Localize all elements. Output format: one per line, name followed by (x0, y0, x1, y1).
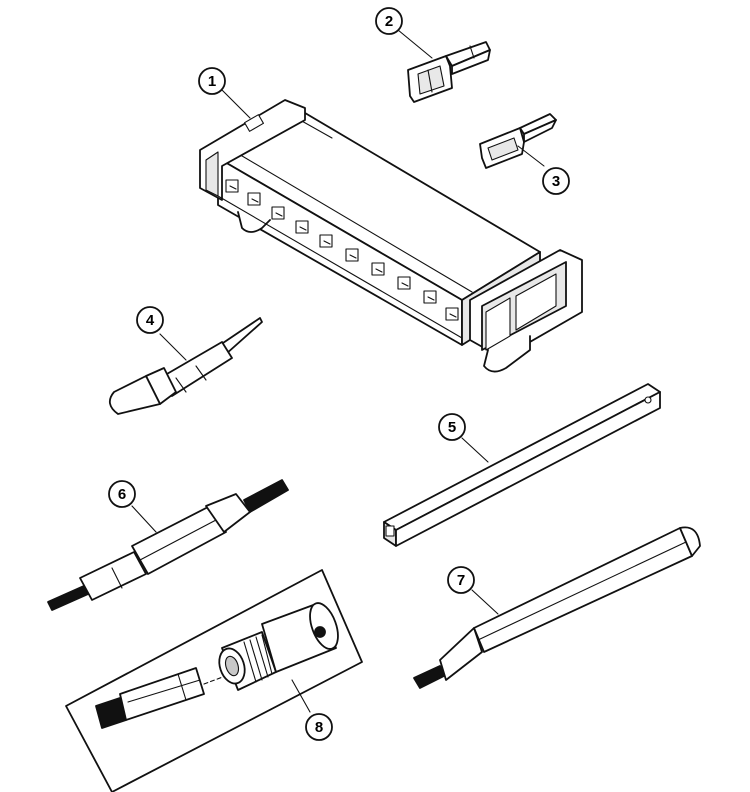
callout-1-label: 1 (208, 73, 216, 90)
callout-6: 6 (108, 480, 136, 508)
callout-6-label: 6 (118, 486, 126, 503)
callout-8-label: 8 (315, 719, 323, 736)
part-1-connector-housing (199, 99, 583, 373)
callout-4-label: 4 (146, 312, 155, 329)
part-6-pin-tool (47, 479, 289, 611)
callout-7-label: 7 (457, 572, 465, 589)
callout-4: 4 (136, 306, 164, 334)
callout-2: 2 (375, 7, 403, 35)
part-7-hex-tool (413, 526, 701, 689)
callout-5: 5 (438, 413, 466, 441)
callout-1: 1 (198, 67, 226, 95)
part-4-pick-tool (108, 317, 263, 415)
callout-5-label: 5 (448, 419, 456, 436)
part-3-terminal (479, 113, 557, 169)
part-8-socket-kit (65, 569, 363, 792)
part-2-terminal (407, 41, 491, 103)
part-5-square-bar (383, 383, 661, 547)
callout-3-label: 3 (552, 173, 560, 190)
housing-cavities (225, 179, 459, 321)
callout-2-label: 2 (385, 13, 393, 30)
callout-8: 8 (305, 713, 333, 741)
callout-7: 7 (447, 566, 475, 594)
callout-3: 3 (542, 167, 570, 195)
callout-leaders (131, 29, 545, 713)
